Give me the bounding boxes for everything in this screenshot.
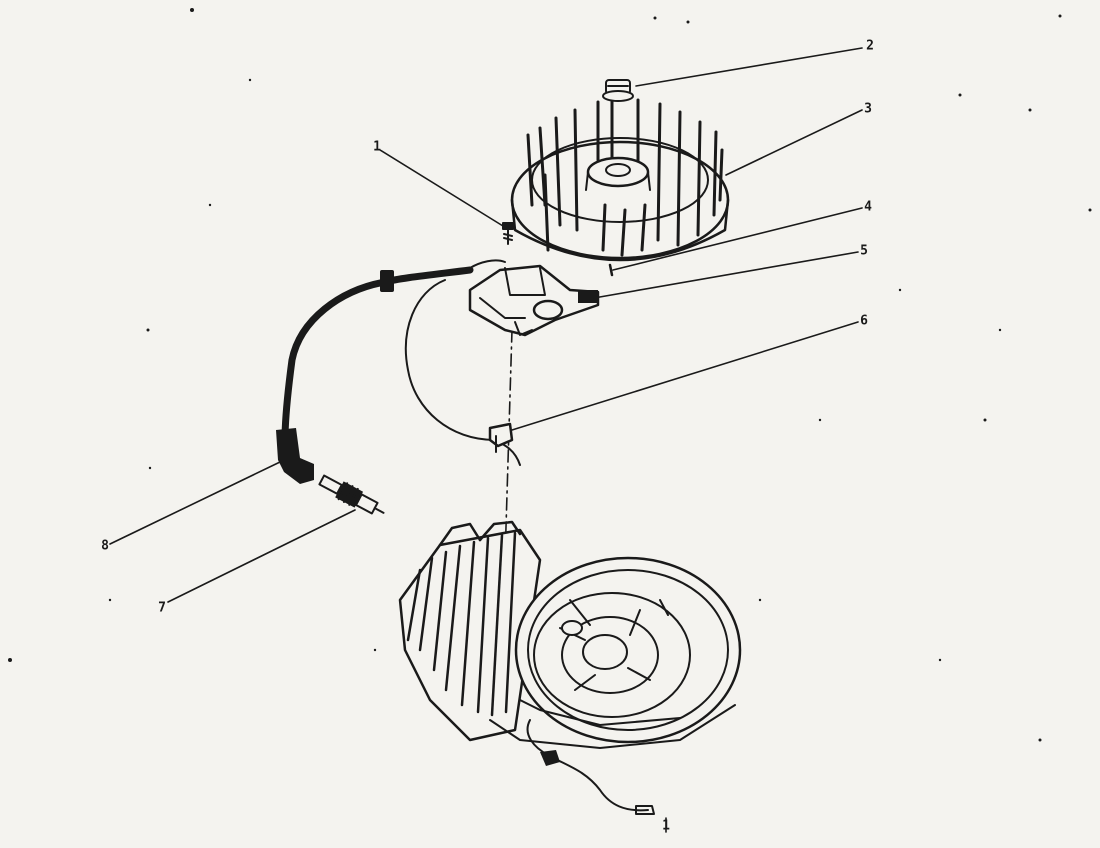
ignition-module [468, 264, 600, 337]
callout-part-6-clip: 6 [860, 313, 868, 329]
callout-part-2-nut: 2 [866, 38, 874, 54]
callout-part-3-flywheel: 3 [864, 101, 872, 117]
wire-clip [488, 422, 514, 453]
module-screw [502, 222, 514, 245]
ground-wire [404, 279, 496, 441]
callout-part-7-spark-plug: 7 [158, 600, 166, 616]
scan-noise [8, 8, 1092, 742]
flywheel-nut [602, 79, 634, 102]
spark-plug-boot [276, 428, 314, 484]
callout-part-5-module: 5 [860, 243, 868, 259]
spark-plug-lead [281, 266, 474, 444]
callout-part-1-screw: 1 [373, 139, 381, 155]
flywheel-key [608, 263, 614, 277]
leader-lines [109, 47, 863, 833]
spark-plug [318, 474, 385, 515]
stop-switch-lead [526, 719, 655, 815]
assembly-centerline [504, 329, 513, 561]
callout-part-1-bottom: 1 [662, 818, 670, 834]
callout-part-8-boot: 8 [101, 538, 109, 554]
flywheel [510, 98, 730, 262]
engine-block [398, 520, 742, 749]
callout-part-4-key: 4 [864, 199, 872, 215]
